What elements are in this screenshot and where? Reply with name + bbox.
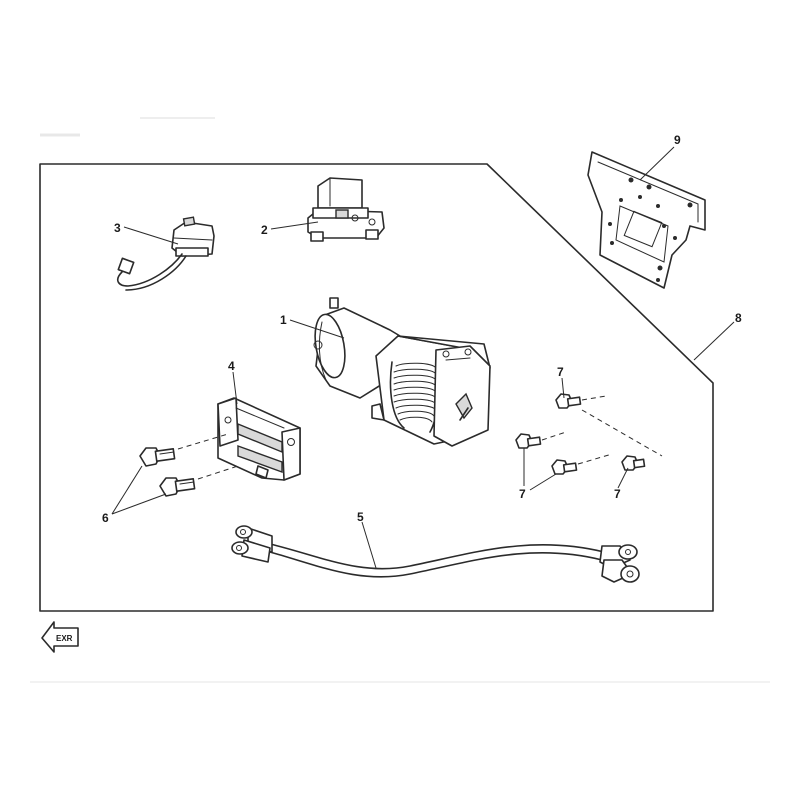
mount-bolt-4[interactable] xyxy=(621,455,646,471)
callout-2: 2 xyxy=(261,223,268,237)
callout-4: 4 xyxy=(228,359,235,373)
callout-1: 1 xyxy=(280,313,287,327)
mount-bolt-1[interactable] xyxy=(555,393,582,409)
callout-6: 6 xyxy=(102,511,109,525)
battery-cable[interactable] xyxy=(231,525,640,583)
callout-5: 5 xyxy=(357,510,364,524)
leader-lines xyxy=(111,146,735,569)
callout-7a: 7 xyxy=(557,365,564,379)
fairlead-bolt-lower[interactable] xyxy=(159,477,196,497)
orientation-badge-label: EXR xyxy=(56,634,73,643)
orientation-badge: EXR xyxy=(41,621,79,653)
winch[interactable] xyxy=(311,297,491,447)
mount-bolt-3[interactable] xyxy=(551,459,578,475)
fairlead-bolt-upper[interactable] xyxy=(139,447,176,467)
callout-3: 3 xyxy=(114,221,121,235)
assembly-boundary xyxy=(39,163,714,612)
callout-8: 8 xyxy=(735,311,742,325)
callout-numbers: 1 2 3 4 5 6 7 7 7 8 9 xyxy=(102,133,742,525)
callout-9: 9 xyxy=(674,133,681,147)
mount-bolt-2[interactable] xyxy=(515,433,542,449)
callout-7c: 7 xyxy=(614,487,621,501)
roller-fairlead[interactable] xyxy=(217,397,301,481)
arrow-icon xyxy=(41,621,79,653)
rocker-switch[interactable] xyxy=(116,216,215,291)
callout-7b: 7 xyxy=(519,487,526,501)
mounting-plate[interactable] xyxy=(587,151,706,289)
relay-contactor[interactable] xyxy=(307,177,385,242)
